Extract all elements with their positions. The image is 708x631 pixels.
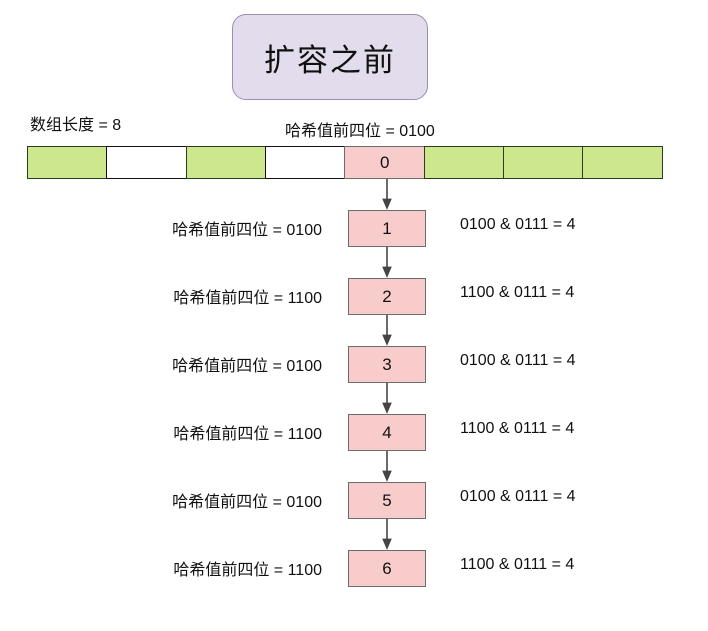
chain-node-5[interactable]: 5 bbox=[348, 482, 426, 519]
array-cell-0[interactable] bbox=[27, 146, 108, 179]
node-1-expression: 0100 & 0111 = 4 bbox=[460, 216, 576, 233]
node-4-expression: 1100 & 0111 = 4 bbox=[460, 420, 575, 437]
node-2-expression: 1100 & 0111 = 4 bbox=[460, 284, 575, 301]
array-length-caption: 数组长度 = 8 bbox=[30, 117, 122, 134]
node-6-expression: 1100 & 0111 = 4 bbox=[460, 556, 575, 573]
title-text: 扩容之前 bbox=[264, 42, 396, 78]
array-cell-6[interactable] bbox=[502, 146, 584, 179]
node-6-hash-label: 哈希值前四位 = 1100 bbox=[173, 562, 322, 579]
chain-node-2[interactable]: 2 bbox=[348, 278, 426, 315]
array-cell-1[interactable] bbox=[106, 146, 188, 179]
node-1-hash-label: 哈希值前四位 = 0100 bbox=[172, 222, 322, 239]
node-5-hash-label: 哈希值前四位 = 0100 bbox=[172, 494, 322, 511]
hash-array: 0 bbox=[27, 146, 664, 179]
chain-node-4[interactable]: 4 bbox=[348, 414, 426, 451]
node-3-hash-label: 哈希值前四位 = 0100 bbox=[172, 358, 322, 375]
chain-node-3[interactable]: 3 bbox=[348, 346, 426, 383]
chain-node-6[interactable]: 6 bbox=[348, 550, 426, 587]
array-cell-5[interactable] bbox=[423, 146, 505, 179]
node-4-hash-label: 哈希值前四位 = 1100 bbox=[173, 426, 322, 443]
array-cell-4[interactable]: 0 bbox=[344, 146, 426, 179]
array-cell-7[interactable] bbox=[582, 146, 664, 179]
head-hash-caption: 哈希值前四位 = 0100 bbox=[285, 123, 435, 140]
title-box: 扩容之前 bbox=[232, 14, 428, 100]
node-2-hash-label: 哈希值前四位 = 1100 bbox=[173, 290, 322, 307]
chain-node-1[interactable]: 1 bbox=[348, 210, 426, 247]
array-cell-3[interactable] bbox=[264, 146, 346, 179]
node-3-expression: 0100 & 0111 = 4 bbox=[460, 352, 576, 369]
array-cell-2[interactable] bbox=[185, 146, 267, 179]
node-5-expression: 0100 & 0111 = 4 bbox=[460, 488, 576, 505]
